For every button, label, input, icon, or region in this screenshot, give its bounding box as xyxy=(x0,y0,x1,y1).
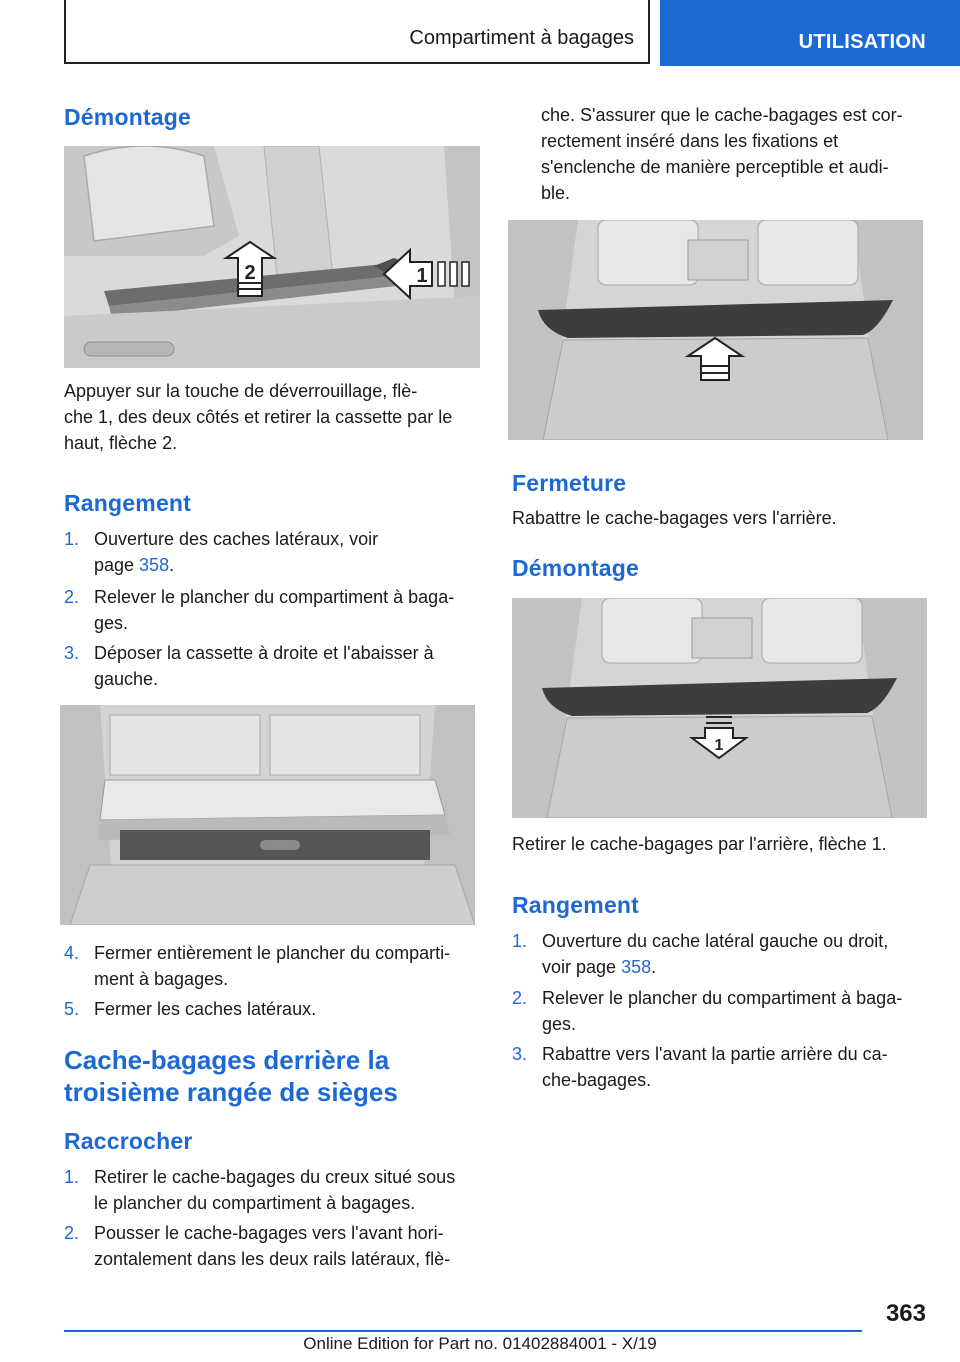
figure-cassette-storage xyxy=(60,705,475,925)
section-title: Cache-bagages derrière la troisième rang… xyxy=(64,1045,398,1107)
figure-cassette-removal: 2 1 xyxy=(64,146,480,368)
arrow-1-label: 1 xyxy=(416,265,427,287)
heading-demontage-right: Démontage xyxy=(512,555,640,581)
heading-rangement-right: Rangement xyxy=(512,892,640,918)
page-number: 363 xyxy=(885,1300,926,1327)
list-item: 1. Ouverture des caches latéraux, voir p… xyxy=(64,529,379,575)
page-link-358[interactable]: 358 xyxy=(621,957,652,977)
continuation-paragraph: che. S'assurer que le cache-bagages est … xyxy=(541,105,903,203)
header-chapter-tab: UTILISATION xyxy=(660,0,960,66)
list-item: 2. Relever le plancher du compartiment à… xyxy=(64,587,455,633)
header-chapter-title: UTILISATION xyxy=(798,31,926,53)
arrow-2-label: 2 xyxy=(244,262,255,284)
list-item: 1. Retirer le cache-bagages du creux sit… xyxy=(64,1167,456,1213)
heading-raccrocher: Raccrocher xyxy=(64,1128,193,1154)
list-item: 5. Fermer les caches latéraux. xyxy=(64,999,317,1019)
demontage-paragraph: Appuyer sur la touche de déverrouillage,… xyxy=(64,381,453,453)
list-item: 1. Ouverture du cache latéral gauche ou … xyxy=(512,931,889,977)
header-section-title: Compartiment à bagages xyxy=(409,27,634,49)
figure-cover-hooked xyxy=(508,220,923,440)
heading-rangement: Rangement xyxy=(64,490,192,516)
page-link-358[interactable]: 358 xyxy=(139,555,170,575)
list-item: 3. Rabattre vers l'avant la partie arriè… xyxy=(512,1044,888,1090)
list-item: 2. Relever le plancher du compartiment à… xyxy=(512,988,903,1034)
fermeture-paragraph: Rabattre le cache-bagages vers l'arrière… xyxy=(512,508,837,528)
arrow-up-icon xyxy=(684,336,746,381)
demontage-right-paragraph: Retirer le cache-bagages par l'arrière, … xyxy=(512,834,887,854)
footer-divider xyxy=(64,1330,862,1332)
arrow-1-label: 1 xyxy=(715,737,724,754)
footer-edition: Online Edition for Part no. 01402884001 … xyxy=(303,1334,657,1353)
arrow-2-up-icon: 2 xyxy=(222,240,278,297)
list-item: 2. Pousser le cache-bagages vers l'avant… xyxy=(64,1223,451,1269)
list-item: 3. Déposer la cassette à droite et l'aba… xyxy=(64,643,434,689)
arrow-1-left-icon: 1 xyxy=(382,247,470,301)
header-section-box: Compartiment à bagages xyxy=(64,0,650,64)
heading-fermeture: Fermeture xyxy=(512,470,627,496)
figure-cover-removal: 1 xyxy=(512,598,927,818)
heading-demontage: Démontage xyxy=(64,104,192,130)
arrow-1-down-icon: 1 xyxy=(688,716,750,760)
list-item: 4. Fermer entièrement le plancher du com… xyxy=(64,943,451,989)
